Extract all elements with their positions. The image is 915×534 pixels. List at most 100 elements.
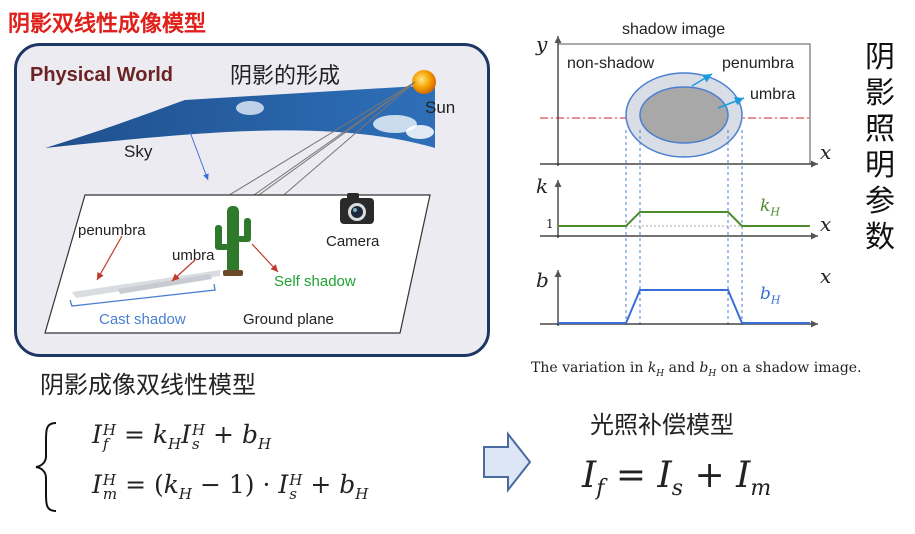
umbra-pointer [717, 97, 745, 109]
eq1-lhs-sub: f [102, 434, 109, 453]
penumbra-label: penumbra [78, 222, 146, 239]
eq2-b-sub: H [355, 485, 369, 503]
caption-b: b [699, 360, 709, 376]
eq2-lhs-sub: m [102, 484, 118, 503]
eq2-dot: · [262, 470, 271, 499]
ground-plane-label: Ground plane [243, 311, 334, 328]
page-title: 阴影双线性成像模型 [8, 12, 207, 37]
x-axis-label-b: x [820, 264, 832, 288]
eq1-k-sub: H [168, 435, 182, 453]
comp-plus: + [694, 455, 725, 496]
eq1-i-sup: H [191, 420, 206, 439]
self-shadow-arrow [251, 243, 279, 273]
umbra-ellipse [639, 86, 729, 144]
vertical-char: 参 [865, 184, 895, 219]
umbra-region-label: umbra [750, 86, 796, 103]
bh-curve-label: bH [760, 284, 780, 306]
shadow-image-title: shadow image [622, 21, 726, 38]
eq1-b: b [241, 420, 258, 449]
figure-caption: The variation in kH and bH on a shadow i… [531, 360, 862, 379]
eq1-plus: + [213, 420, 234, 449]
eq2-i-sup: H [289, 470, 303, 489]
eq1-b-sub: H [257, 435, 272, 453]
caption-text: The variation in [531, 360, 644, 376]
kh-curve-label: kH [760, 196, 780, 218]
eq2-k: k [163, 470, 179, 499]
vertical-char: 数 [865, 220, 895, 255]
caption-text-end: on a shadow image. [720, 360, 862, 376]
comp-term2-sub: m [750, 476, 772, 502]
k-curve [558, 211, 810, 227]
eq2-i-sub: s [289, 484, 297, 503]
eq1-k: k [152, 420, 168, 449]
eq2-open-paren: ( [153, 470, 164, 499]
comp-equals: = [615, 455, 647, 496]
eq1-lhs-sup: H [102, 420, 116, 439]
eq1-i: I [181, 420, 191, 449]
bh-subscript: H [770, 293, 781, 307]
right-arrow-icon [483, 431, 532, 493]
caption-k-sub: H [656, 368, 665, 379]
eq2-i: I [278, 470, 289, 499]
comp-term1-sub: s [671, 476, 683, 502]
eq1-i-sub: s [191, 434, 200, 453]
eq2-lhs-sup: H [102, 470, 116, 489]
eq1-equals: = [123, 420, 145, 449]
eq2-equals: = [125, 470, 147, 499]
cast-shadow-label: Cast shadow [99, 311, 186, 328]
vertical-char: 影 [865, 76, 895, 111]
comp-lhs-sub: f [596, 476, 605, 502]
caption-b-sub: H [708, 368, 717, 379]
umbra-label: umbra [172, 247, 215, 264]
non-shadow-label: non-shadow [567, 55, 655, 72]
kh-subscript: H [770, 205, 780, 219]
x-axis-label-top: x [820, 140, 832, 164]
cloud [373, 115, 417, 133]
self-shadow-label: Self shadow [274, 273, 356, 290]
sun-label: Sun [425, 98, 456, 117]
penumbra-arrow [96, 235, 123, 281]
eq1-lhs: I [92, 420, 102, 449]
umbra-arrow [171, 259, 196, 282]
vertical-char: 阴 [865, 40, 895, 75]
penumbra-pointer [691, 73, 713, 87]
compensation-model-heading: 光照补偿模型 [590, 411, 734, 439]
cast-shadow-bracket [69, 283, 216, 307]
shadow-illumination-parameters-label: 阴 影 照 明 参 数 [862, 40, 898, 256]
camera-label: Camera [326, 233, 380, 250]
x-axis-label-k: x [820, 212, 832, 236]
compensation-equation: If = Is + Im [582, 455, 771, 501]
vertical-char: 明 [865, 148, 895, 183]
kh-symbol: k [760, 196, 771, 216]
sun-icon [412, 70, 436, 94]
caption-and: and [668, 360, 695, 376]
sun-ray [244, 81, 416, 206]
eq2-b: b [339, 470, 356, 499]
eq2-minus-one: − 1) [199, 470, 255, 499]
eq2-k-sub: H [178, 485, 192, 503]
cloud [406, 125, 434, 139]
b-curve [558, 289, 810, 324]
cloud [236, 101, 264, 115]
caption-k: k [647, 360, 657, 376]
comp-lhs: I [582, 455, 597, 496]
vertical-char: 照 [865, 112, 895, 147]
camera-icon [340, 193, 374, 224]
sky-label: Sky [124, 142, 153, 161]
sky-band [45, 85, 435, 148]
cast-shadow [72, 270, 220, 298]
equation-brace [35, 422, 57, 512]
comp-term1: I [657, 455, 672, 496]
penumbra-region-label: penumbra [722, 55, 795, 72]
k-one-tick: 1 [546, 217, 554, 231]
physical-world-label: Physical World [30, 64, 174, 86]
bilinear-model-heading: 阴影成像双线性模型 [40, 371, 256, 399]
y-axis-label: y [536, 32, 548, 56]
eq2-lhs: I [92, 470, 102, 499]
eq2-plus: + [310, 470, 332, 499]
b-axis-label: b [536, 268, 549, 292]
